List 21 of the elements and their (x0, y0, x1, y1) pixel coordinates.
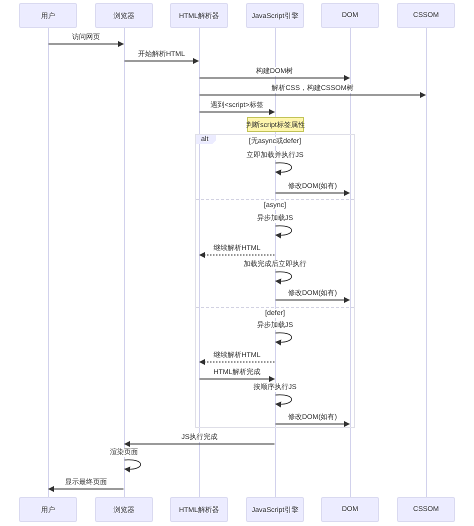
lifeline (198, 28, 200, 497)
message-arrow (124, 441, 275, 447)
message-arrow (199, 109, 275, 115)
self-message-arrow (124, 459, 142, 472)
self-message-arrow (275, 271, 292, 284)
message-arrow (199, 75, 350, 81)
message-arrow (199, 376, 275, 382)
message-arrow (124, 58, 199, 64)
message-arrow (199, 92, 426, 98)
message-arrow (48, 486, 124, 492)
return-message-arrow (199, 252, 275, 258)
return-message-arrow (199, 359, 275, 365)
message-arrow (275, 421, 350, 427)
lifeline (274, 28, 276, 497)
self-message-arrow (275, 225, 292, 238)
self-message-arrow (275, 394, 292, 408)
self-message-arrow (275, 332, 292, 346)
self-message-arrow (275, 162, 292, 176)
message-arrow (275, 297, 350, 303)
message-arrow (48, 41, 124, 47)
message-arrow (275, 190, 350, 196)
